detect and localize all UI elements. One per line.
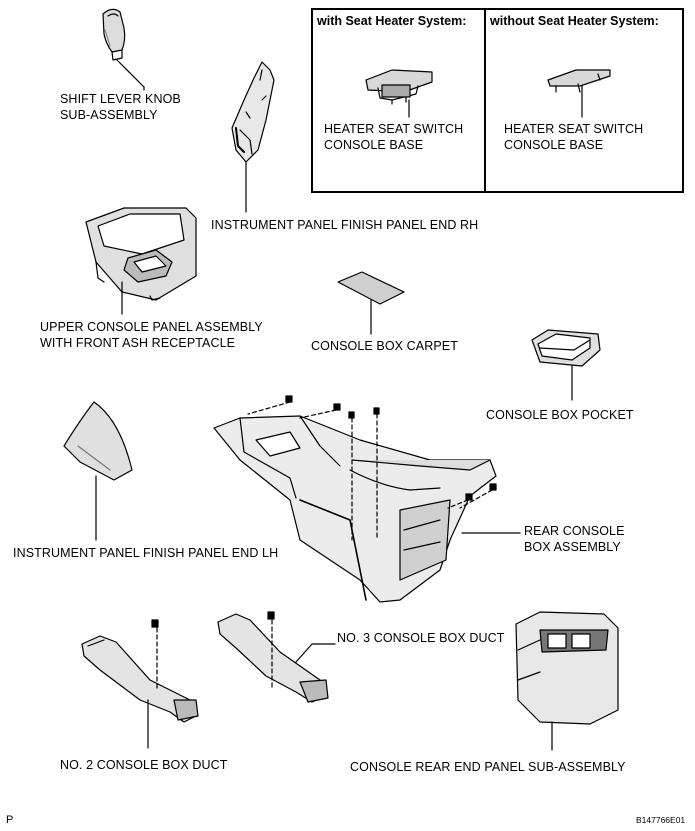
finish-panel-lh-drawing — [63, 401, 133, 541]
label-no2-duct: NO. 2 CONSOLE BOX DUCT — [60, 758, 228, 772]
label-rear-console-line2: BOX ASSEMBLY — [524, 540, 621, 554]
label-console-box-carpet: CONSOLE BOX CARPET — [311, 339, 458, 353]
console-box-carpet-drawing — [337, 271, 405, 335]
label-shift-lever-knob-line1: SHIFT LEVER KNOB — [60, 92, 181, 106]
no2-duct-drawing — [81, 619, 199, 749]
inset-right-header: without Seat Heater System: — [490, 14, 659, 28]
label-upper-console-line1: UPPER CONSOLE PANEL ASSEMBLY — [40, 320, 263, 334]
inset-right-part-line2: CONSOLE BASE — [504, 138, 604, 152]
inset-right-part-line1: HEATER SEAT SWITCH — [504, 122, 644, 136]
console-box-pocket-drawing — [531, 329, 601, 401]
seat-heater-inset-box — [311, 8, 684, 193]
label-shift-lever-knob-line2: SUB-ASSEMBLY — [60, 108, 158, 122]
label-finish-panel-rh: INSTRUMENT PANEL FINISH PANEL END RH — [211, 218, 479, 232]
no3-duct-drawing — [217, 611, 336, 703]
inset-left-part-line2: CONSOLE BASE — [324, 138, 424, 152]
label-console-box-pocket: CONSOLE BOX POCKET — [486, 408, 634, 422]
label-rear-console-line1: REAR CONSOLE — [524, 524, 625, 538]
rear-console-box-drawing — [213, 395, 521, 603]
figure-id: B147766E01 — [636, 815, 686, 825]
rear-end-panel-drawing — [515, 611, 619, 751]
heater-switch-base-with-drawing — [365, 69, 433, 118]
page-mark-p: P — [6, 814, 14, 826]
label-finish-panel-lh: INSTRUMENT PANEL FINISH PANEL END LH — [13, 546, 279, 560]
inset-left-part-line1: HEATER SEAT SWITCH — [324, 122, 464, 136]
inset-left-header: with Seat Heater System: — [317, 14, 467, 28]
finish-panel-rh-drawing — [231, 61, 275, 213]
heater-switch-base-without-drawing — [547, 69, 611, 118]
label-no3-duct: NO. 3 CONSOLE BOX DUCT — [337, 631, 505, 645]
inset-divider — [484, 8, 486, 193]
label-upper-console-line2: WITH FRONT ASH RECEPTACLE — [40, 336, 236, 350]
upper-console-panel-drawing — [85, 207, 197, 315]
label-rear-end-panel: CONSOLE REAR END PANEL SUB-ASSEMBLY — [350, 760, 626, 774]
shift-lever-knob-drawing — [102, 8, 145, 91]
